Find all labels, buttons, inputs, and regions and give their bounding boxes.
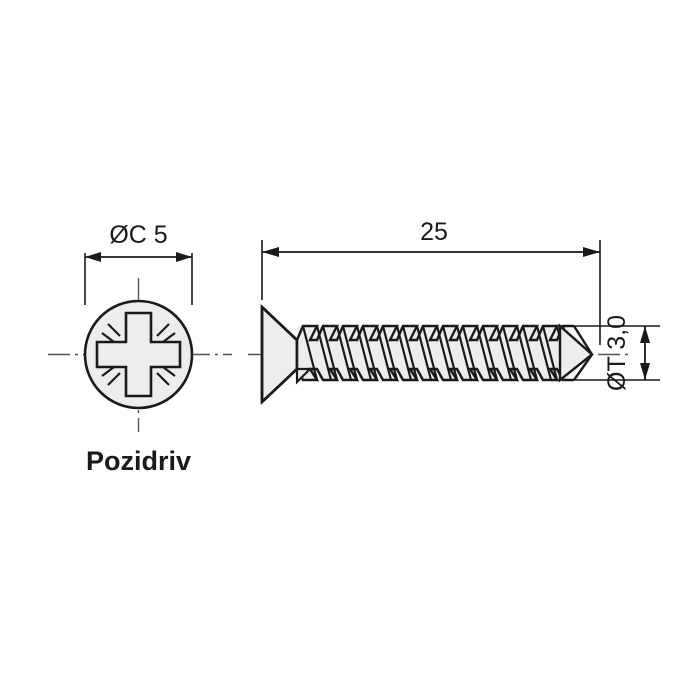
- thread-flank: [501, 325, 519, 381]
- length-arrow-right: [583, 247, 600, 257]
- pozidriv-recess: [95, 311, 182, 398]
- pozidriv-rib-lower-left-2: [101, 366, 115, 377]
- pozidriv-rib-lower-right: [156, 372, 170, 386]
- thread-flank: [315, 325, 333, 381]
- thread-flank: [455, 325, 473, 381]
- thread-flank: [441, 325, 459, 381]
- thread-flank: [475, 325, 493, 381]
- length-label: 25: [420, 218, 448, 246]
- head-profile-stroke: [261, 306, 299, 403]
- thread-crest-lower: [295, 367, 574, 382]
- thread-flank: [435, 325, 453, 381]
- head-dim-arrow-right: [176, 252, 192, 262]
- head-diameter-label: ØC 5: [109, 221, 167, 249]
- thread-flank: [375, 325, 393, 381]
- thread-flank: [421, 325, 439, 381]
- thread-diameter-label: ØT 3,0: [603, 315, 631, 391]
- thread-flank: [461, 325, 479, 381]
- pozidriv-rib-lower-right-2: [162, 366, 176, 377]
- thread-flank: [415, 325, 433, 381]
- pozidriv-rib-upper-right-2: [162, 332, 176, 343]
- thread-start-notch: [295, 367, 313, 385]
- countersunk-head-profile: [260, 303, 299, 406]
- screw-point-tip: [558, 323, 594, 383]
- pozidriv-cross-outline: [95, 311, 182, 398]
- thread-flank: [335, 325, 353, 381]
- pozidriv-rib-upper-left-2: [101, 332, 115, 343]
- head-front-view: ØC 5 Pozidriv: [48, 221, 232, 476]
- thread-flank: [301, 325, 319, 381]
- length-dimension: 25: [261, 218, 601, 345]
- head-dim-arrow-left: [85, 252, 101, 262]
- thread-dia-arrow-bottom: [640, 363, 650, 380]
- head-diameter-dimension: ØC 5: [84, 221, 193, 305]
- thread-flank: [381, 325, 399, 381]
- thread-flank: [395, 325, 413, 381]
- drive-type-label: Pozidriv: [86, 446, 191, 476]
- tip-upper-edge: [572, 325, 594, 356]
- pozidriv-rib-group: [101, 323, 176, 386]
- thread-flank-group: [301, 325, 576, 381]
- thread-flank: [521, 325, 539, 381]
- length-arrow-left: [262, 247, 279, 257]
- thread-flank: [341, 325, 359, 381]
- pozidriv-rib-upper-right: [156, 323, 170, 337]
- thread-dia-arrow-top: [640, 326, 650, 343]
- tip-lower-edge: [573, 353, 593, 381]
- pozidriv-rib-upper-left: [107, 323, 121, 337]
- thread-flank: [361, 325, 379, 381]
- thread-flank: [355, 325, 373, 381]
- thread-flank: [401, 325, 419, 381]
- pozidriv-rib-lower-left: [107, 372, 121, 386]
- thread-flank: [481, 325, 499, 381]
- thread-flank: [541, 325, 559, 381]
- thread-flank: [321, 325, 339, 381]
- thread-flank: [495, 325, 513, 381]
- thread-flank: [515, 325, 533, 381]
- screw-side-view: 25 ØT 3,0: [248, 218, 660, 406]
- thread-diameter-dimension: ØT 3,0: [556, 315, 660, 391]
- thread-flank: [535, 325, 553, 381]
